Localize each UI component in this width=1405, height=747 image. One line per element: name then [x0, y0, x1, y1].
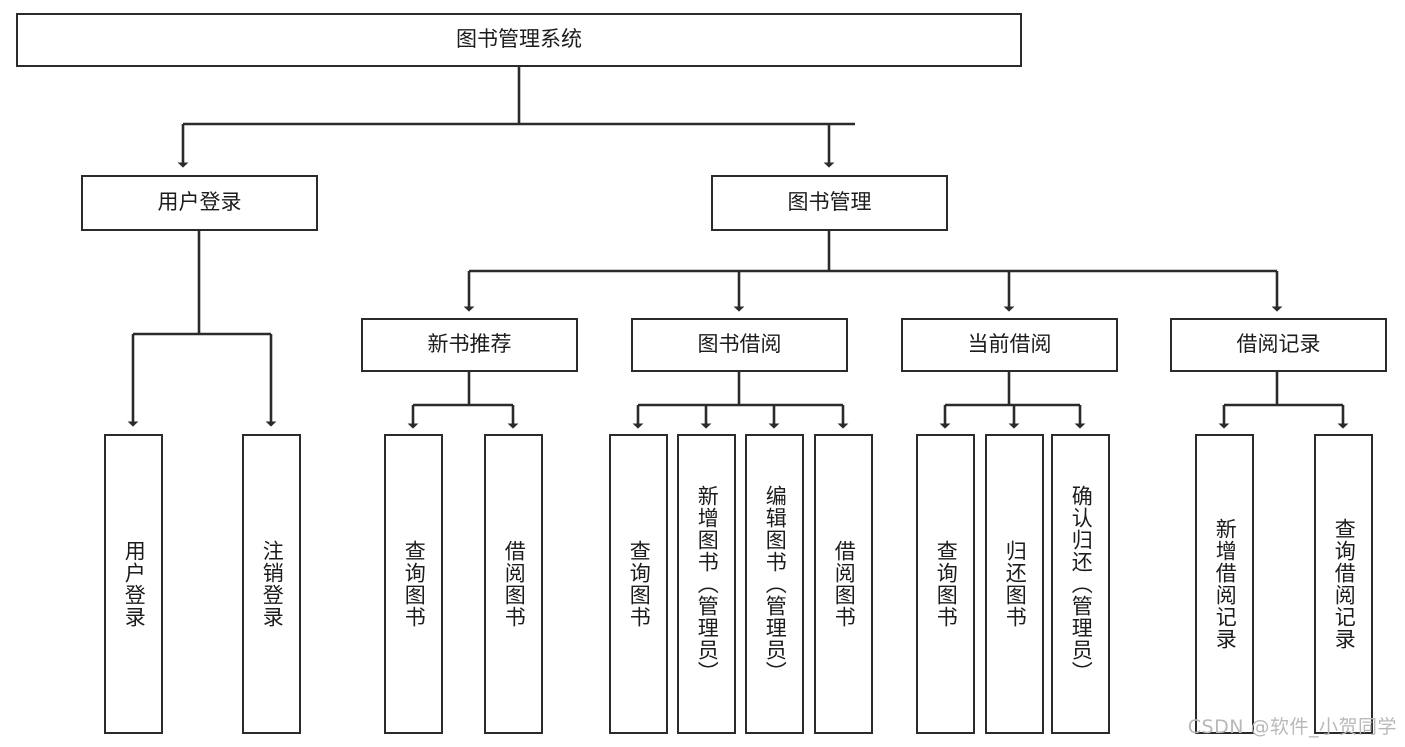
node-label: 新增借阅记录 [1213, 518, 1238, 650]
leaf-borrow-borrow-book[interactable]: 借阅图书 [814, 434, 873, 734]
node-label: 查询图书 [627, 540, 652, 628]
node-book-management[interactable]: 图书管理 [711, 175, 948, 231]
leaf-borrow-query-book[interactable]: 查询图书 [609, 434, 668, 734]
node-label: 借阅图书 [502, 540, 527, 628]
node-book-borrow[interactable]: 图书借阅 [631, 318, 848, 372]
node-current-borrow[interactable]: 当前借阅 [901, 318, 1118, 372]
leaf-user-login-signout[interactable]: 注销登录 [242, 434, 301, 734]
csdn-watermark: CSDN @软件_小贺同学 [1187, 716, 1397, 738]
node-new-book-recommend[interactable]: 新书推荐 [361, 318, 578, 372]
leaf-user-login-signin[interactable]: 用户登录 [104, 434, 163, 734]
leaf-record-add-record[interactable]: 新增借阅记录 [1195, 434, 1254, 734]
node-label: 确认归还（管理员） [1069, 485, 1094, 683]
node-label: 注销登录 [260, 540, 285, 628]
leaf-current-return-book[interactable]: 归还图书 [985, 434, 1044, 734]
node-label: 查询借阅记录 [1332, 518, 1357, 650]
node-label: 新增图书（管理员） [695, 485, 720, 683]
node-label: 编辑图书（管理员） [763, 485, 788, 683]
node-label: 借阅图书 [832, 540, 857, 628]
node-label: 图书管理系统 [456, 27, 582, 52]
node-label: 图书借阅 [697, 332, 782, 357]
node-label: 归还图书 [1003, 540, 1028, 628]
leaf-current-confirm-return-admin[interactable]: 确认归还（管理员） [1051, 434, 1110, 734]
node-label: 新书推荐 [427, 332, 512, 357]
node-borrow-record[interactable]: 借阅记录 [1170, 318, 1387, 372]
leaf-record-query-record[interactable]: 查询借阅记录 [1314, 434, 1373, 734]
node-label: 图书管理 [787, 190, 872, 215]
node-label: 用户登录 [122, 540, 147, 628]
leaf-borrow-add-book-admin[interactable]: 新增图书（管理员） [677, 434, 736, 734]
node-user-login[interactable]: 用户登录 [81, 175, 318, 231]
node-label: 用户登录 [157, 190, 242, 215]
node-label: 当前借阅 [967, 332, 1052, 357]
node-label: 查询图书 [934, 540, 959, 628]
node-label: 查询图书 [402, 540, 427, 628]
node-label: 借阅记录 [1236, 332, 1321, 357]
node-root-system[interactable]: 图书管理系统 [16, 13, 1022, 67]
leaf-borrow-edit-book-admin[interactable]: 编辑图书（管理员） [745, 434, 804, 734]
leaf-recommend-query-book[interactable]: 查询图书 [384, 434, 443, 734]
leaf-current-query-book[interactable]: 查询图书 [916, 434, 975, 734]
leaf-recommend-borrow-book[interactable]: 借阅图书 [484, 434, 543, 734]
